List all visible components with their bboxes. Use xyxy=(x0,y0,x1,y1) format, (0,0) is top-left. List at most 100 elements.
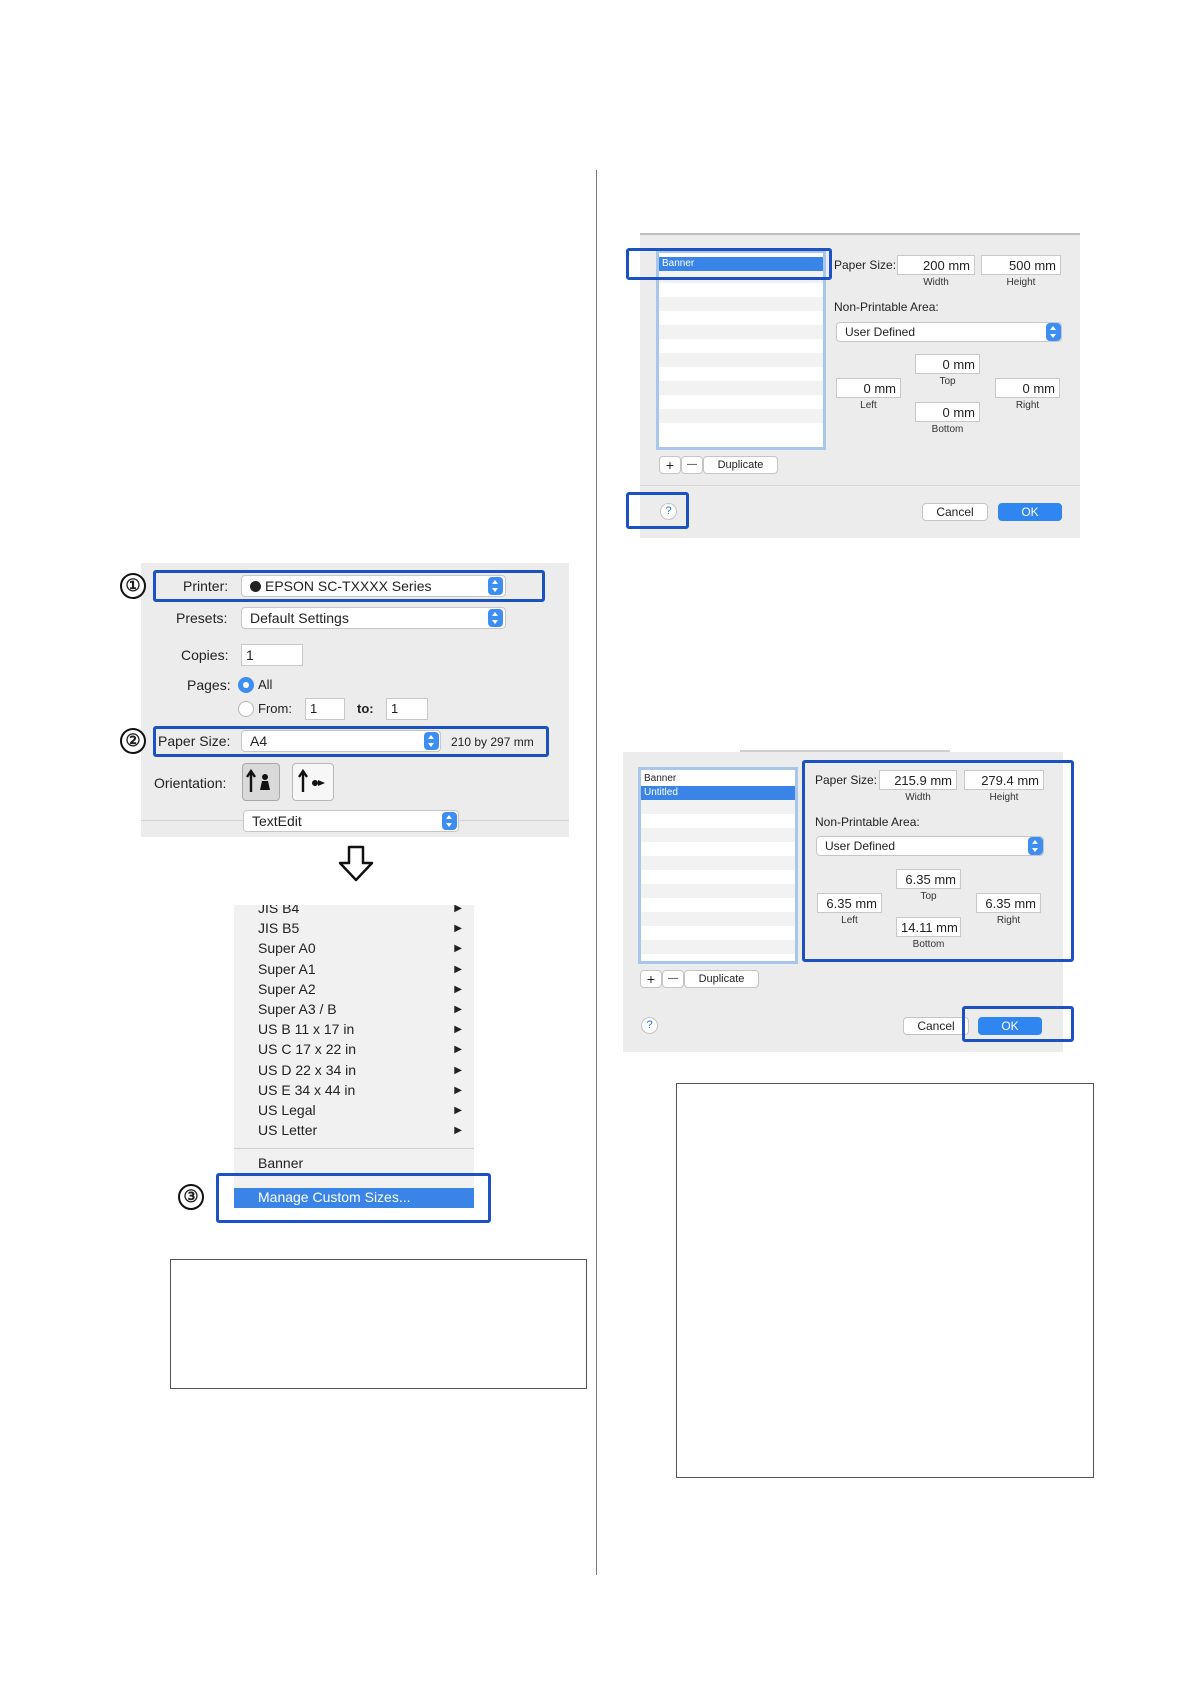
add-size-button-2[interactable]: + xyxy=(640,970,662,988)
help-button-1[interactable]: ? xyxy=(660,503,677,520)
dialog-2-top-edge xyxy=(740,750,950,752)
orientation-label: Orientation: xyxy=(154,775,227,791)
submenu-arrow-icon: ▶ xyxy=(454,903,462,914)
pages-all-radio[interactable] xyxy=(238,677,254,693)
width-caption-2: Width xyxy=(905,792,931,803)
menu-item-label: Super A3 / B xyxy=(258,1001,337,1017)
height-caption-2: Height xyxy=(989,792,1019,803)
menu-item-paper-size[interactable]: US Letter▶ xyxy=(234,1121,474,1141)
paper-size-menu xyxy=(234,905,474,1207)
nonprintable-popup-1[interactable]: User Defined xyxy=(836,322,1062,342)
pages-range-radio[interactable] xyxy=(238,701,254,717)
add-size-button-1[interactable]: + xyxy=(659,456,681,474)
pages-to-field[interactable]: 1 xyxy=(386,698,428,720)
presets-popup[interactable]: Default Settings xyxy=(241,607,506,629)
nonprintable-stepper-icon-1[interactable] xyxy=(1046,323,1061,341)
menu-item-paper-size[interactable]: US C 17 x 22 in▶ xyxy=(234,1040,474,1060)
menu-item-paper-size[interactable]: Super A3 / B ▶ xyxy=(234,1000,474,1020)
highlight-ok-button xyxy=(962,1006,1074,1042)
paper-size-stepper-icon[interactable] xyxy=(424,732,439,750)
submenu-arrow-icon: ▶ xyxy=(454,963,462,975)
copies-label: Copies: xyxy=(181,647,229,663)
list-item-untitled[interactable]: Untitled xyxy=(641,786,795,800)
right-caption-1: Right xyxy=(1015,400,1040,411)
dialog-1-top-edge xyxy=(640,233,1080,235)
highlight-size-settings xyxy=(802,760,1074,962)
width-field-1[interactable]: 200 mm xyxy=(897,255,975,275)
height-caption-1: Height xyxy=(1006,277,1036,288)
menu-top-clip xyxy=(230,893,480,905)
highlight-manage-custom-sizes xyxy=(216,1173,491,1223)
custom-size-list-1[interactable]: Banner xyxy=(656,250,826,450)
height-field-1[interactable]: 500 mm xyxy=(981,255,1061,275)
help-button-2[interactable]: ? xyxy=(641,1017,658,1034)
menu-item-paper-size[interactable]: US B 11 x 17 in ▶ xyxy=(234,1020,474,1040)
menu-item-label: Super A2 xyxy=(258,980,316,997)
left-field-2[interactable]: 6.35 mm xyxy=(817,893,882,913)
pages-from-field[interactable]: 1 xyxy=(305,698,345,720)
pages-from-label: From: xyxy=(258,701,292,716)
menu-item-label: Super A0 xyxy=(258,940,316,957)
printer-stepper-icon[interactable] xyxy=(488,577,503,595)
ok-button-2[interactable]: OK xyxy=(978,1017,1042,1035)
bottom-caption-2: Bottom xyxy=(912,939,945,950)
nonprintable-popup-2[interactable]: User Defined xyxy=(816,836,1044,856)
down-arrow-icon xyxy=(338,845,374,882)
copies-field[interactable]: 1 xyxy=(241,644,303,666)
bottom-field-1[interactable]: 0 mm xyxy=(915,402,980,422)
menu-item-banner[interactable]: Banner xyxy=(258,1155,304,1171)
height-field-2[interactable]: 279.4 mm xyxy=(964,770,1044,790)
radio-dot-icon xyxy=(243,682,249,688)
bottom-caption-1: Bottom xyxy=(931,424,964,435)
printer-popup[interactable]: EPSON SC-TXXXX Series xyxy=(241,575,506,597)
top-caption-1: Top xyxy=(939,376,956,387)
presets-label: Presets: xyxy=(176,610,228,626)
menu-item-paper-size[interactable]: US E 34 x 44 in▶ xyxy=(234,1081,474,1101)
cancel-button-1[interactable]: Cancel xyxy=(922,503,988,521)
app-options-stepper-icon[interactable] xyxy=(442,812,457,830)
top-field-1[interactable]: 0 mm xyxy=(915,354,980,374)
portrait-button[interactable] xyxy=(242,763,280,801)
menu-item-paper-size[interactable]: Super A1 ▶ xyxy=(234,960,474,980)
submenu-arrow-icon: ▶ xyxy=(454,1105,462,1116)
right-field-1[interactable]: 0 mm xyxy=(995,378,1060,398)
list-item-banner-2[interactable]: Banner xyxy=(644,773,677,784)
width-field-2[interactable]: 215.9 mm xyxy=(879,770,957,790)
duplicate-button-1[interactable]: Duplicate xyxy=(703,456,778,474)
menu-item-paper-size[interactable]: US D 22 x 34 in▶ xyxy=(234,1061,474,1081)
menu-item-paper-size[interactable]: Super A2 ▶ xyxy=(234,980,474,1000)
menu-item-manage-custom-sizes[interactable]: Manage Custom Sizes... xyxy=(234,1188,474,1208)
duplicate-button-2[interactable]: Duplicate xyxy=(684,970,759,988)
menu-item-label: US Letter xyxy=(258,1122,318,1139)
cancel-button-2[interactable]: Cancel xyxy=(903,1017,969,1035)
landscape-icon xyxy=(298,768,325,792)
menu-item-label: Super A1 xyxy=(258,960,316,977)
menu-item-label: US E 34 x 44 in xyxy=(258,1081,356,1098)
landscape-button[interactable] xyxy=(292,763,334,801)
bottom-field-2[interactable]: 14.11 mm xyxy=(896,917,961,937)
paper-size-popup[interactable]: A4 xyxy=(241,730,441,752)
custom-size-list-2[interactable]: Banner Untitled xyxy=(638,767,798,964)
printer-label: Printer: xyxy=(183,578,229,594)
menu-item-paper-size[interactable]: JIS B5▶ xyxy=(234,919,474,939)
left-field-1[interactable]: 0 mm xyxy=(836,378,901,398)
submenu-arrow-icon: ▶ xyxy=(454,1004,462,1015)
remove-size-button-1[interactable]: — xyxy=(681,456,703,474)
submenu-arrow-icon: ▶ xyxy=(454,1024,462,1036)
nonprintable-stepper-icon-2[interactable] xyxy=(1028,837,1043,855)
menu-item-paper-size[interactable]: US Legal▶ xyxy=(234,1101,474,1121)
printer-value: EPSON SC-TXXXX Series xyxy=(265,578,432,594)
presets-stepper-icon[interactable] xyxy=(488,609,503,627)
list-item-banner[interactable]: Banner xyxy=(659,257,823,271)
right-field-2[interactable]: 6.35 mm xyxy=(976,893,1041,913)
menu-item-label: JIS B5 xyxy=(258,920,300,937)
menu-item-paper-size[interactable]: Super A0▶ xyxy=(234,939,474,959)
submenu-arrow-icon: ▶ xyxy=(454,983,462,995)
top-field-2[interactable]: 6.35 mm xyxy=(896,869,961,889)
nonprintable-label-2: Non-Printable Area: xyxy=(815,815,920,829)
highlight-paper-size xyxy=(153,726,549,757)
remove-size-button-2[interactable]: — xyxy=(662,970,684,988)
ok-button-1[interactable]: OK xyxy=(998,503,1062,521)
app-options-popup[interactable]: TextEdit xyxy=(243,810,459,832)
menu-item-label: US B 11 x 17 in xyxy=(258,1021,355,1038)
